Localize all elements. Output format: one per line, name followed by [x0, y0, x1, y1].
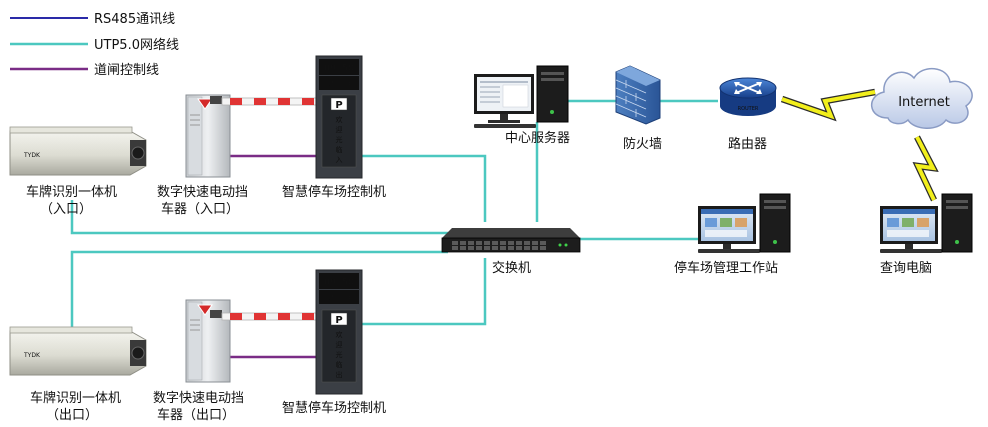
entrance-panel-char-0: 欢	[336, 115, 343, 124]
utp-exit-controller-to-switch	[362, 258, 487, 326]
management-workstation: 停车场管理工作站	[674, 193, 791, 276]
exit-controller-label: 智慧停车场控制机	[282, 400, 386, 416]
legend-rs485-label: RS485通讯线	[94, 12, 175, 27]
exit-barrier-label-2: 车器（出口）	[157, 407, 235, 423]
exit-camera-brand: TYDK	[23, 352, 41, 359]
exit-camera-label-2: （出口）	[46, 408, 98, 423]
entrance-lpr-camera: TYDK 车牌识别一体机 （入口）	[9, 126, 147, 217]
entrance-camera-label-1: 车牌识别一体机	[26, 184, 117, 200]
svg-text:P: P	[335, 100, 342, 111]
query-pc-label: 查询电脑	[880, 261, 932, 276]
entrance-panel-char-4: 入	[336, 156, 343, 164]
exit-panel-char-2: 光	[336, 350, 343, 359]
utp-entrance-controller-to-switch	[362, 154, 487, 222]
firewall: 防火墙	[615, 65, 662, 152]
legend-utp-label: UTP5.0网络线	[94, 37, 179, 53]
router-label: 路由器	[728, 136, 767, 152]
entrance-camera-brand: TYDK	[23, 152, 41, 159]
entrance-display-msg: 请使用	[327, 79, 351, 89]
entrance-display-time: 09:58	[324, 63, 354, 74]
entrance-parking-controller: 09:58 请使用 P 欢 迎 光 临 入 智慧停车场控制机	[282, 55, 386, 200]
internet-label: Internet	[898, 95, 950, 110]
firewall-label: 防火墙	[623, 136, 662, 152]
exit-panel-char-4: 出	[336, 370, 343, 379]
exit-display-msg: 请使用	[327, 293, 351, 303]
exit-barrier-label-1: 数字快速电动挡	[153, 391, 244, 406]
exit-barrier-gate: 数字快速电动挡 车器（出口）	[153, 299, 317, 423]
query-computer: 查询电脑	[880, 193, 973, 276]
svg-text:P: P	[335, 315, 342, 326]
entrance-barrier-label-2: 车器（入口）	[161, 201, 239, 217]
exit-parking-controller: 09:58 请使用 P 欢 迎 光 临 出 智慧停车场控制机	[282, 269, 386, 416]
internet-cloud: Internet	[871, 68, 973, 129]
central-server: 中心服务器	[474, 65, 570, 146]
entrance-barrier-gate: 数字快速电动挡 车器（入口）	[157, 94, 317, 217]
connection-lines	[70, 88, 939, 359]
entrance-panel-char-1: 迎	[336, 125, 343, 134]
utp-exit-camera-to-switch	[70, 250, 448, 327]
exit-panel-char-1: 迎	[336, 340, 343, 349]
entrance-panel-char-3: 临	[336, 145, 343, 154]
exit-panel-char-3: 临	[336, 360, 343, 369]
legend: RS485通讯线 UTP5.0网络线 道闸控制线	[10, 12, 179, 78]
exit-display-time: 09:58	[324, 277, 354, 288]
workstation-label: 停车场管理工作站	[674, 260, 778, 276]
entrance-barrier-label-1: 数字快速电动挡	[157, 185, 248, 200]
utp-entrance-camera-to-switch	[70, 200, 448, 235]
legend-gate-label: 道闸控制线	[94, 63, 159, 78]
entrance-panel-char-2: 光	[336, 135, 343, 144]
wireless-link-internet-pc-fill	[914, 136, 937, 201]
wireless-link-router-internet-fill	[781, 90, 876, 120]
exit-lpr-camera: TYDK 车牌识别一体机 （出口）	[9, 326, 147, 423]
exit-camera-label-1: 车牌识别一体机	[30, 390, 121, 406]
entrance-camera-label-2: （入口）	[40, 202, 92, 217]
exit-panel-char-0: 欢	[336, 330, 343, 339]
router: ROUTER 路由器	[719, 77, 777, 152]
router-brand: ROUTER	[738, 106, 759, 112]
switch-label: 交换机	[492, 260, 531, 276]
network-switch: 交换机	[441, 228, 581, 276]
entrance-controller-label: 智慧停车场控制机	[282, 184, 386, 200]
server-label: 中心服务器	[505, 130, 570, 146]
